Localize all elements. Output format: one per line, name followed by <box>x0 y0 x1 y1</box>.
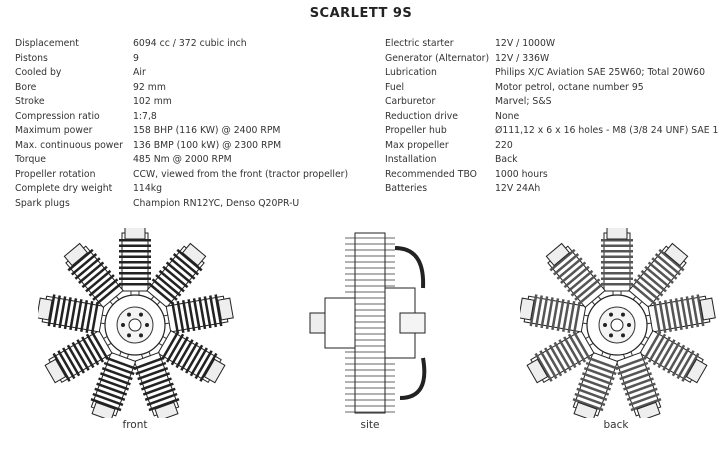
spec-value: 136 BMP (100 kW) @ 2300 RPM <box>133 139 282 151</box>
spec-label: Displacement <box>15 38 79 49</box>
spec-value: 114kg <box>133 183 163 195</box>
spec-label: Recommended TBO <box>385 168 477 180</box>
engine-back-drawing <box>520 228 716 418</box>
spec-value: 12V / 1000W <box>495 38 556 49</box>
caption-front: front <box>122 419 148 431</box>
spec-label: Fuel <box>385 81 405 93</box>
caption-side: site <box>360 419 380 431</box>
spec-label: Reduction drive <box>385 110 458 122</box>
propeller-hub <box>309 312 326 334</box>
spec-value: Ø111,12 x 6 x 16 holes - M8 (3/8 24 UNF)… <box>495 125 719 137</box>
spec-label: Propeller hub <box>385 125 447 137</box>
spec-label: Batteries <box>385 183 428 195</box>
cylinder <box>149 330 226 384</box>
engine-side-drawing <box>309 232 427 414</box>
spec-value: 1000 hours <box>495 168 548 180</box>
spec-label: Pistons <box>15 52 48 64</box>
cylinder <box>133 341 180 418</box>
spec-value: 485 Nm @ 2000 RPM <box>133 154 232 166</box>
spec-label: Spark plugs <box>15 198 70 210</box>
spec-label: Installation <box>385 154 437 166</box>
cylinder <box>90 341 137 418</box>
cylinder <box>119 228 151 306</box>
spec-label: Maximum power <box>15 125 93 137</box>
spec-value: Marvel; S&S <box>495 96 552 108</box>
spec-value: Philips X/C Aviation SAE 25W60; Total 20… <box>495 67 705 79</box>
spec-value: 102 mm <box>133 96 172 108</box>
cylinder <box>63 242 126 313</box>
spec-label: Max propeller <box>385 139 449 151</box>
spec-label: Generator (Alternator) <box>385 52 490 64</box>
spec-value: 158 BHP (116 KW) @ 2400 RPM <box>133 125 281 137</box>
spec-value: 12V 24Ah <box>495 183 541 195</box>
cylinder <box>144 242 207 313</box>
spec-label: Compression ratio <box>15 110 100 122</box>
spec-value: 6094 cc / 372 cubic inch <box>133 38 247 49</box>
spec-value: 9 <box>133 52 139 64</box>
spec-value: None <box>495 110 520 122</box>
spec-label: Cooled by <box>15 67 62 79</box>
spec-value: CCW, viewed from the front (tractor prop… <box>133 168 349 180</box>
cylinder <box>38 294 117 334</box>
spec-label: Max. continuous power <box>15 139 123 151</box>
spec-label: Lubrication <box>385 67 437 79</box>
cylinder <box>631 330 708 384</box>
spec-label: Stroke <box>15 96 45 108</box>
spec-value: 220 <box>495 139 513 151</box>
spec-label: Bore <box>15 81 37 93</box>
page-title: SCARLETT 9S <box>309 6 413 21</box>
cylinder <box>545 242 608 313</box>
caption-back: back <box>603 419 629 431</box>
cylinder <box>153 294 234 334</box>
spec-value: Champion RN12YC, Denso Q20PR-U <box>133 198 300 210</box>
cylinder <box>572 341 619 418</box>
spec-value: 1:7,8 <box>133 110 157 122</box>
engine-front-drawing <box>38 228 234 418</box>
spec-label: Propeller rotation <box>15 168 96 180</box>
spec-label: Carburetor <box>385 96 436 108</box>
cylinder <box>615 341 662 418</box>
cylinder <box>520 294 599 334</box>
spec-label: Complete dry weight <box>15 183 113 195</box>
spec-label: Torque <box>15 154 46 166</box>
cylinder <box>601 228 633 306</box>
spec-value: 92 mm <box>133 81 166 93</box>
spec-label: Electric starter <box>385 38 454 49</box>
spec-value: Air <box>133 67 146 79</box>
spec-value: 12V / 336W <box>495 52 550 64</box>
spec-value: Motor petrol, octane number 95 <box>495 81 644 93</box>
spec-value: Back <box>495 154 518 166</box>
